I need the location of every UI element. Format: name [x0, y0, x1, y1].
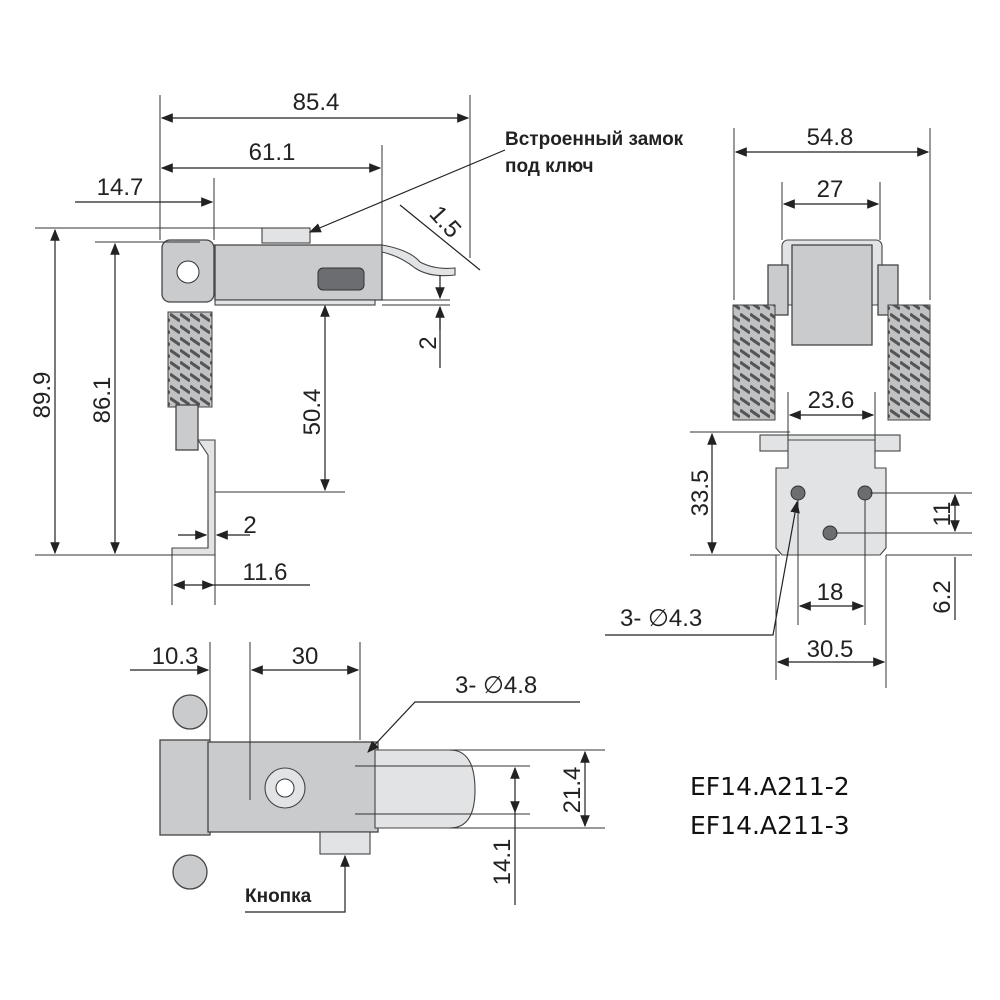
- lock-keyhole-inner: [275, 778, 295, 798]
- hole-3: [822, 525, 838, 541]
- front-holes-label: 3- ∅4.3: [620, 605, 702, 632]
- hinge-pin: [176, 260, 200, 284]
- front-hinge-left: [767, 264, 789, 316]
- rod: [175, 404, 199, 451]
- top-hook: [374, 749, 476, 829]
- dim-27: 27: [817, 176, 844, 203]
- spring-left: [732, 304, 776, 421]
- hole-1: [790, 485, 806, 501]
- front-view: 54.8 27 23.6 33.5 11 6.2 18 30.5 3- ∅4.3: [605, 124, 972, 688]
- hook-arm: [381, 244, 456, 277]
- dim-11: 11: [929, 502, 956, 527]
- dim-10-3: 10.3: [152, 643, 199, 670]
- lock-label-line2: под ключ: [505, 156, 594, 177]
- dim-86-1: 86.1: [89, 377, 116, 424]
- base-plate: [171, 439, 216, 556]
- dim-14-1: 14.1: [489, 839, 516, 886]
- dim-61-1: 61.1: [249, 139, 296, 166]
- dim-54-8: 54.8: [807, 124, 854, 151]
- button-part: [319, 831, 371, 855]
- lock-cylinder: [261, 227, 311, 244]
- dim-23-6: 23.6: [808, 387, 855, 414]
- dim-11-6: 11.6: [243, 559, 288, 586]
- mounting-plate: [775, 439, 887, 556]
- lock-label-line1: Встроенный замок: [505, 129, 684, 150]
- dim-18: 18: [817, 579, 844, 606]
- dim-14-7: 14.7: [97, 174, 144, 201]
- top-holes-label: 3- ∅4.8: [455, 672, 537, 699]
- catch-strip: [214, 299, 376, 306]
- model-code-1: EF14.A211-2: [690, 772, 850, 801]
- top-knob-upper: [172, 694, 208, 730]
- dim-2-base: 2: [243, 512, 256, 539]
- spring-right: [887, 304, 931, 421]
- dim-2-gap: 2: [415, 336, 442, 349]
- dim-85-4: 85.4: [293, 89, 340, 116]
- hole-2: [857, 485, 873, 501]
- dim-50-4: 50.4: [299, 389, 326, 436]
- model-code-2: EF14.A211-3: [690, 811, 850, 840]
- dim-1-5: 1.5: [424, 201, 466, 244]
- top-knob-lower: [172, 854, 208, 890]
- lock-slot: [317, 267, 365, 291]
- dim-30-5: 30.5: [807, 636, 854, 663]
- top-view: 10.3 30 3- ∅4.8 21.4 14.1 Кнопка: [130, 642, 605, 913]
- dim-33-5: 33.5: [687, 470, 714, 517]
- side-view: 85.4 61.1 14.7 1.5 Встроенный замок под …: [29, 89, 684, 605]
- front-hook: [791, 244, 873, 346]
- top-hinge: [159, 739, 211, 836]
- dim-6-2: 6.2: [929, 580, 956, 613]
- dim-89-9: 89.9: [29, 372, 56, 419]
- button-label: Кнопка: [245, 886, 312, 907]
- dim-30: 30: [292, 643, 319, 670]
- spring: [167, 311, 213, 408]
- dim-21-4: 21.4: [559, 767, 586, 814]
